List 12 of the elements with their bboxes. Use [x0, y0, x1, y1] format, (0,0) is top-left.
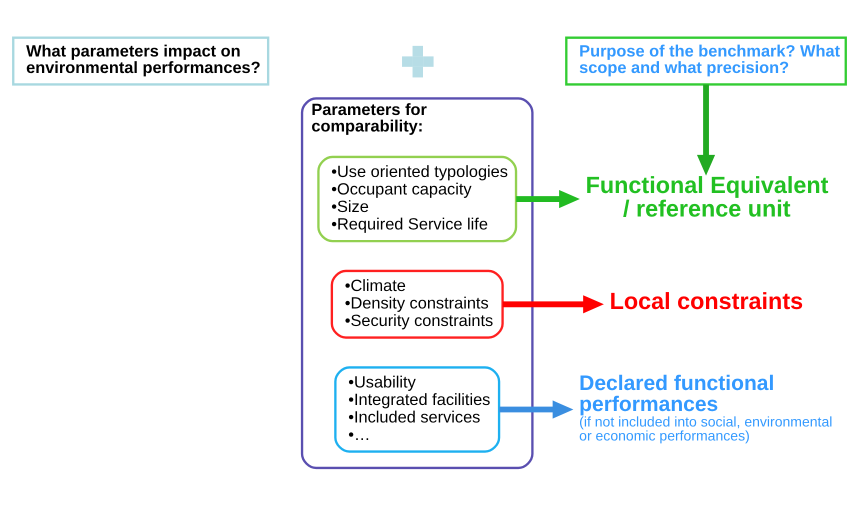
- node-box: •Usability •Integrated facilities •Included services •…: [334, 366, 500, 452]
- node-text: Local constraints: [610, 287, 804, 314]
- node-box: •Climate •Density constraints •Security constraints: [330, 269, 504, 338]
- node-text: Functional Equivalent / reference unit: [586, 172, 828, 222]
- arrow: [516, 189, 580, 208]
- node-box: Purpose of the benchmark? What scope and what precision?: [565, 36, 847, 86]
- arrow: [502, 294, 604, 313]
- node-box: •Use oriented typologies •Occupant capacity •Size •Required Service life: [317, 155, 518, 242]
- arrow: [499, 400, 574, 418]
- node-text: Declared functional performances (if not included into social, environmental or economic performances): [579, 372, 832, 444]
- arrow: [696, 84, 716, 176]
- node-box: What parameters impact on environmental performances?: [12, 36, 270, 86]
